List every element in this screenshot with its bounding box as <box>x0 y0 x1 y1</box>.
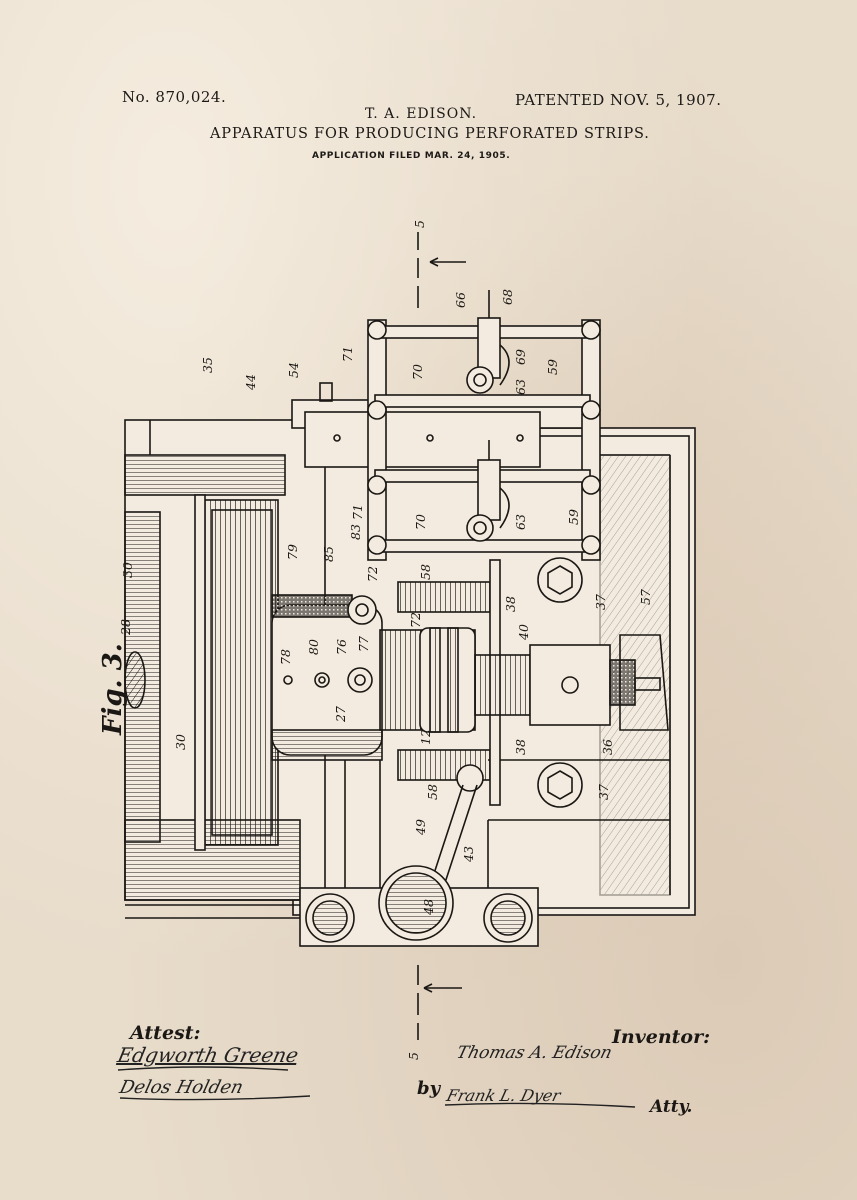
ref-numeral: 44 <box>243 374 258 391</box>
ref-numeral: 35 <box>200 357 215 373</box>
reference-numerals: 35 44 54 71 70 66 68 63 69 59 71 70 63 5… <box>118 220 653 1060</box>
ref-numeral: 54 <box>286 362 301 378</box>
ref-numeral: 37 <box>593 594 608 610</box>
inventor-name: T. A. EDISON. <box>365 106 478 122</box>
ref-numeral: 12 <box>418 729 433 745</box>
ref-numeral: 59 <box>545 359 560 375</box>
ref-numeral: 38 <box>503 596 518 612</box>
ref-numeral: 79 <box>285 544 300 560</box>
ref-numeral: 72 <box>408 612 423 628</box>
attorney-signature: Frank L. Dyer <box>444 1086 563 1105</box>
patented-date: PATENTED NOV. 5, 1907. <box>515 91 722 109</box>
ref-numeral: 58 <box>425 784 440 800</box>
application-date: APPLICATION FILED MAR. 24, 1905. <box>312 151 511 161</box>
patent-number: No. 870,024. <box>122 88 227 106</box>
ref-numeral: 30 <box>120 562 135 578</box>
ref-numeral: 66 <box>453 292 468 308</box>
section-mark-bottom: 5 <box>406 1052 421 1060</box>
ref-numeral: 48 <box>421 899 436 916</box>
ref-numeral: 58 <box>418 564 433 580</box>
ref-numeral: 36 <box>600 739 615 755</box>
ref-numeral: 63 <box>513 514 528 530</box>
ref-numeral: 43 <box>461 846 476 863</box>
patent-title: APPARATUS FOR PRODUCING PERFORATED STRIP… <box>210 126 650 142</box>
attest-label: Attest: <box>130 1022 201 1044</box>
by-label: by <box>417 1078 441 1099</box>
inventor-label: Inventor: <box>612 1026 711 1048</box>
ref-numeral: 40 <box>516 624 531 641</box>
ref-numeral: 49 <box>413 819 428 836</box>
ref-numeral: 71 <box>350 504 365 520</box>
ref-numeral: 37 <box>596 784 611 800</box>
ref-numeral: 59 <box>566 509 581 525</box>
ref-numeral: 85 <box>321 546 336 562</box>
section-mark-top: 5 <box>412 220 427 228</box>
atty-label: Atty. <box>650 1097 693 1117</box>
ref-numeral: 71 <box>340 346 355 362</box>
ref-numeral: 80 <box>306 639 321 655</box>
signature-underline <box>117 1066 289 1071</box>
ref-numeral: 30 <box>173 734 188 750</box>
ref-numeral: 27 <box>333 706 348 723</box>
ref-numeral: 77 <box>356 636 371 652</box>
ref-numeral: 70 <box>410 364 425 380</box>
ref-numeral: 63 <box>513 379 528 395</box>
figure-label: Fig. 3. <box>98 643 128 735</box>
ref-numeral: 38 <box>513 739 528 755</box>
witness-signature: Edgworth Greene <box>115 1043 301 1067</box>
ref-numeral: 70 <box>413 514 428 530</box>
ref-numeral: 83 <box>348 524 363 540</box>
ref-numeral: 76 <box>334 639 349 655</box>
ref-numeral: 69 <box>513 349 528 365</box>
ref-numeral: 68 <box>500 289 515 305</box>
ref-numeral: 57 <box>638 589 653 605</box>
gear-35 <box>199 499 279 846</box>
ref-numeral: 78 <box>278 649 293 665</box>
inventor-signature: Thomas A. Edison <box>454 1043 615 1063</box>
ref-numeral: 72 <box>365 566 380 582</box>
witness-signature: Delos Holden <box>117 1077 246 1098</box>
ref-numeral: 28 <box>118 619 133 636</box>
